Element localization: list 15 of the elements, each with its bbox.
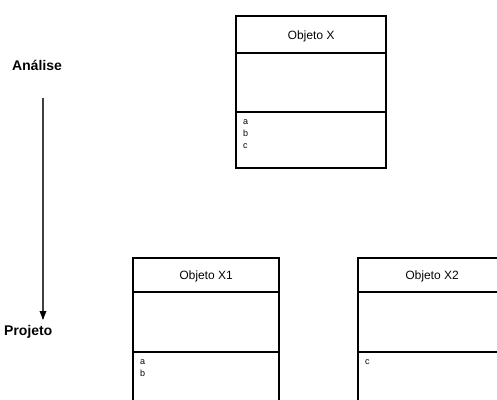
- operation-name: a: [140, 355, 146, 367]
- operation-name: c: [365, 355, 370, 367]
- class-name: Objeto X: [288, 28, 334, 42]
- operation-name: c: [243, 139, 248, 151]
- operation-name: b: [243, 127, 248, 139]
- class-name: Objeto X1: [179, 268, 233, 282]
- arrow: [39, 98, 47, 320]
- class-name: Objeto X2: [405, 268, 459, 282]
- stage-label: Análise: [12, 57, 62, 73]
- class-box: [357, 257, 497, 400]
- operation-name: a: [243, 115, 248, 127]
- stage-label: Projeto: [4, 322, 52, 338]
- class-box: [235, 15, 387, 169]
- class-box: [132, 257, 280, 400]
- operation-name: b: [140, 367, 146, 379]
